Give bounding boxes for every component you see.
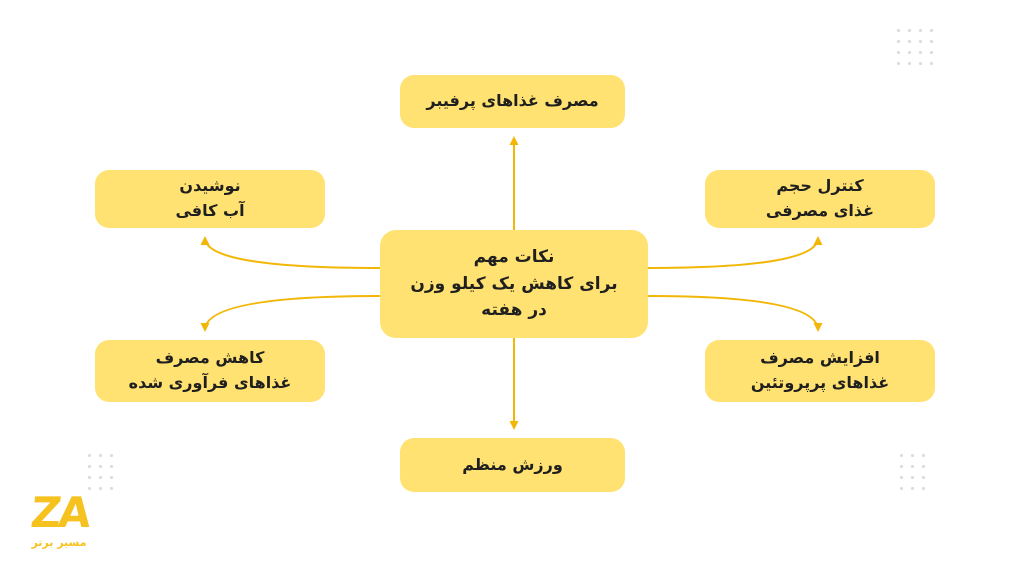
dot-pattern-bottom-left xyxy=(84,450,114,494)
node-label: کنترل حجم xyxy=(776,176,864,196)
node-regular-exercise: ورزش منظم xyxy=(400,438,625,492)
node-label: کاهش مصرف xyxy=(155,348,265,368)
connector-center-to-top-left xyxy=(200,236,381,269)
main-topic-line: نکات مهم xyxy=(473,247,555,268)
node-high-fiber-foods: مصرف غذاهای پرفیبر xyxy=(400,75,625,128)
dot-pattern-bottom-right xyxy=(896,450,932,494)
node-drink-water: نوشیدن آب کافی xyxy=(95,170,325,228)
node-main-topic: نکات مهم برای کاهش یک کیلو وزن در هفته xyxy=(380,230,648,338)
main-topic-line: در هفته xyxy=(481,300,547,321)
node-reduce-processed-foods: کاهش مصرف غذاهای فرآوری شده xyxy=(95,340,325,402)
connector-center-to-top-right xyxy=(647,236,823,269)
node-label: غذاهای پرپروتئین xyxy=(750,373,890,392)
main-topic-line: برای کاهش یک کیلو وزن xyxy=(410,273,618,294)
node-label: افزایش مصرف xyxy=(760,348,880,368)
brand-logo: ZA مسیر برتر xyxy=(24,488,94,549)
brand-logo-mark: ZA xyxy=(27,488,91,537)
node-label: ورزش منظم xyxy=(462,454,563,474)
node-label: آب کافی xyxy=(175,201,245,220)
node-portion-control: کنترل حجم غذای مصرفی xyxy=(705,170,935,228)
node-label: غذای مصرفی xyxy=(765,201,875,220)
brand-logo-subtext: مسیر برتر xyxy=(31,536,87,549)
node-label: نوشیدن xyxy=(179,176,241,196)
node-label: غذاهای فرآوری شده xyxy=(128,373,292,392)
dot-pattern-top-right xyxy=(893,25,935,65)
connector-center-to-bottom-right xyxy=(647,295,823,332)
node-label: مصرف غذاهای پرفیبر xyxy=(426,91,599,111)
node-increase-protein: افزایش مصرف غذاهای پرپروتئین xyxy=(705,340,935,402)
connector-center-to-bottom-left xyxy=(200,295,381,332)
